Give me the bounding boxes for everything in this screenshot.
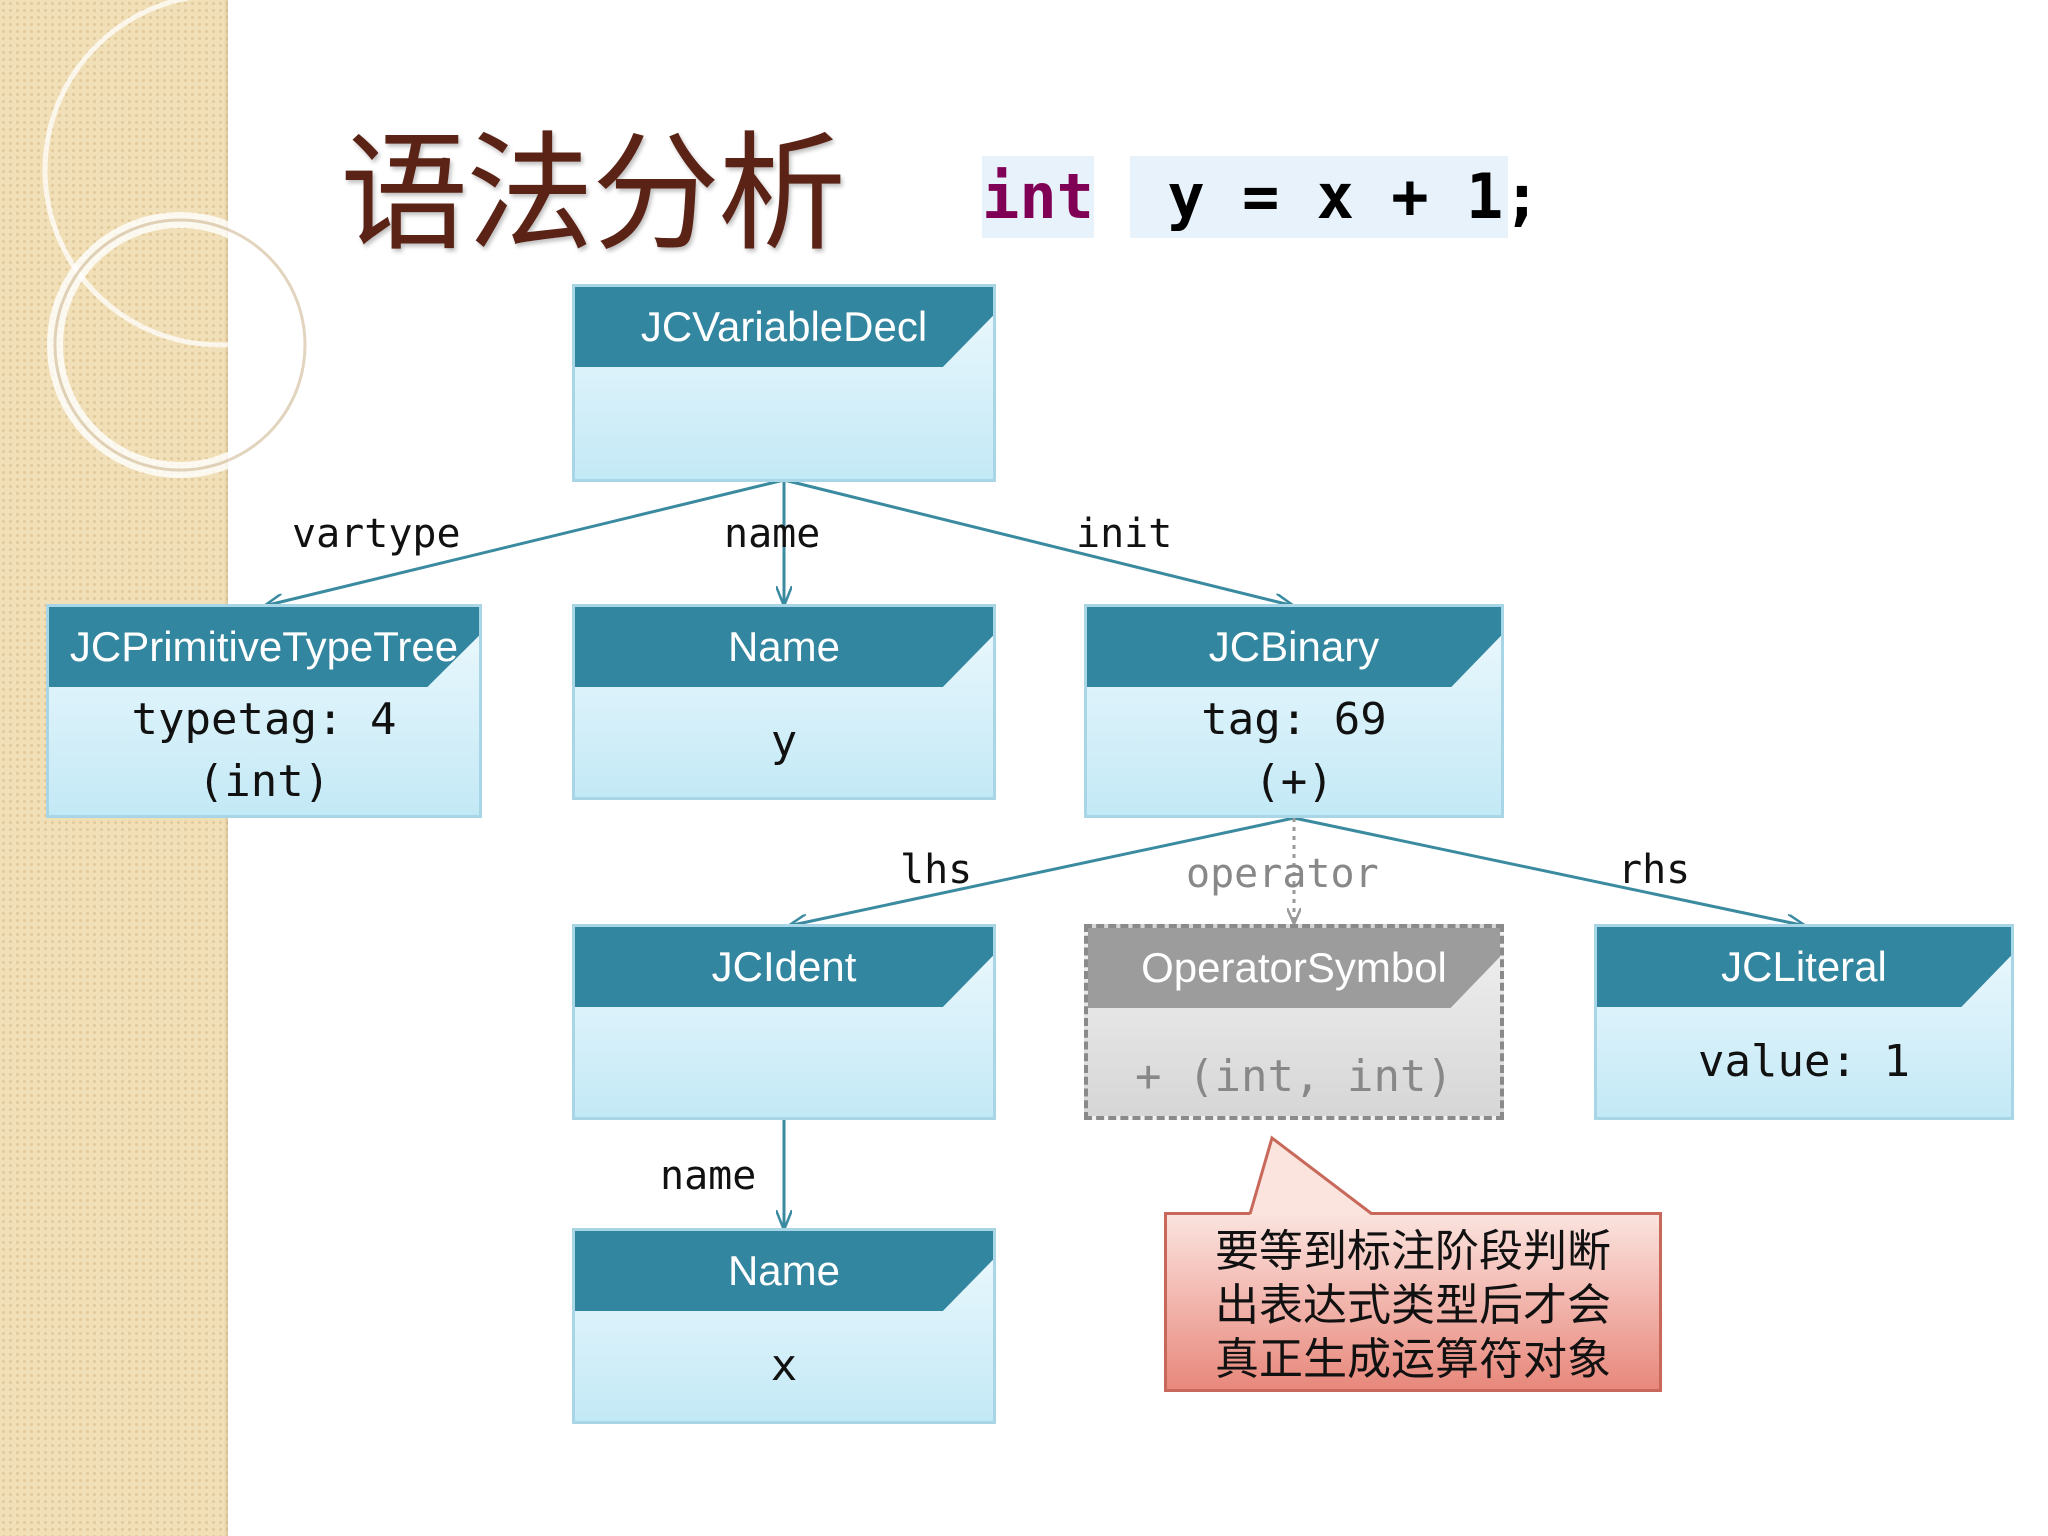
callout-line: 要等到标注阶段判断 bbox=[1215, 1226, 1611, 1277]
node-header: JCBinary bbox=[1087, 607, 1501, 687]
node-value: y bbox=[770, 716, 798, 767]
edge-vartype bbox=[264, 478, 785, 606]
edge-label-rhs: rhs bbox=[1618, 847, 1691, 893]
node-body: y bbox=[575, 687, 993, 797]
node-body: + (int, int) bbox=[1088, 1008, 1500, 1116]
edge-label-lhs: lhs bbox=[900, 847, 973, 893]
code-keyword: int bbox=[982, 156, 1094, 238]
callout-line: 真正生成运算符对象 bbox=[1215, 1334, 1611, 1385]
node-jcvariabledecl: JCVariableDecl bbox=[572, 284, 996, 482]
slide-title: 语法分析 bbox=[340, 120, 846, 269]
edge-label-init: init bbox=[1076, 511, 1173, 557]
node-header: OperatorSymbol bbox=[1088, 928, 1500, 1008]
node-value: value: 1 bbox=[1698, 1036, 1910, 1087]
node-value: + (int, int) bbox=[1135, 1051, 1453, 1102]
edge-lhs bbox=[788, 816, 1295, 926]
node-name-y: Name y bbox=[572, 604, 996, 800]
node-jcliteral: JCLiteral value: 1 bbox=[1594, 924, 2014, 1120]
node-jcbinary: JCBinary tag: 69 (+) bbox=[1084, 604, 1504, 818]
node-body-line: (int) bbox=[197, 756, 331, 807]
node-header: Name bbox=[575, 607, 993, 687]
node-body: value: 1 bbox=[1597, 1007, 2011, 1117]
node-header: JCIdent bbox=[575, 927, 993, 1007]
node-value: x bbox=[770, 1340, 798, 1391]
node-body-line: tag: 69 bbox=[1201, 694, 1387, 745]
node-header: JCLiteral bbox=[1597, 927, 2011, 1007]
node-jcprimitivetypetree: JCPrimitiveTypeTree typetag: 4 (int) bbox=[46, 604, 482, 818]
decorative-rings bbox=[42, 0, 398, 478]
callout-note: 要等到标注阶段判断 出表达式类型后才会 真正生成运算符对象 bbox=[1164, 1212, 1662, 1392]
node-operatorsymbol: OperatorSymbol + (int, int) bbox=[1084, 924, 1504, 1120]
node-header: Name bbox=[575, 1231, 993, 1311]
node-body: x bbox=[575, 1311, 993, 1421]
node-name-x: Name x bbox=[572, 1228, 996, 1424]
node-header: JCVariableDecl bbox=[575, 287, 993, 367]
edge-label-operator: operator bbox=[1186, 851, 1379, 897]
node-jcident: JCIdent bbox=[572, 924, 996, 1120]
edge-label-vartype: vartype bbox=[292, 511, 461, 557]
edge-label-ident-name: name bbox=[660, 1153, 757, 1199]
callout-line: 出表达式类型后才会 bbox=[1215, 1280, 1611, 1331]
node-body: typetag: 4 (int) bbox=[49, 687, 479, 815]
edge-init bbox=[783, 478, 1294, 606]
edge-rhs bbox=[1293, 816, 1806, 926]
node-body-line: typetag: 4 bbox=[131, 694, 397, 745]
node-header: JCPrimitiveTypeTree bbox=[49, 607, 479, 687]
edge-label-name: name bbox=[724, 511, 821, 557]
node-body: tag: 69 (+) bbox=[1087, 687, 1501, 815]
code-statement: y = x + 1; bbox=[1130, 156, 1541, 238]
node-body-line: (+) bbox=[1254, 756, 1334, 807]
